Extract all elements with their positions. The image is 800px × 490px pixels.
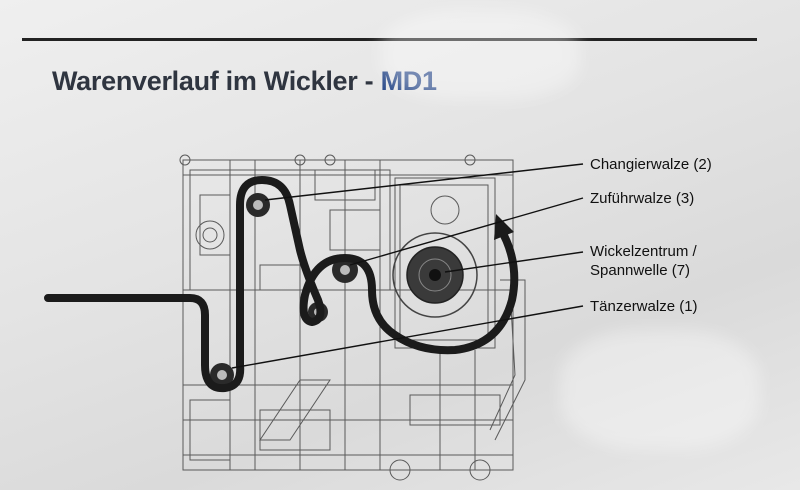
machine-frame — [179, 154, 526, 481]
callout-taenzerwalze: Tänzerwalze (1) — [590, 298, 698, 315]
callout-leader-lines — [231, 163, 584, 369]
header-rule — [22, 38, 757, 41]
callout-changierwalze: Changierwalze (2) — [590, 156, 712, 173]
slide-title-suffix: MD1 — [380, 66, 437, 96]
winding-center-drum — [392, 232, 478, 318]
fabric-path — [44, 176, 519, 393]
callout-spannwelle: Spannwelle (7) — [590, 262, 691, 279]
callout-wickelzentrum: Wickelzentrum / — [590, 243, 697, 260]
plastic-glare — [560, 330, 760, 450]
roller-zufuehrwalze — [332, 257, 358, 283]
callout-zufuehrwalze: Zuführwalze (3) — [590, 190, 695, 207]
fabric-arrow-head — [494, 214, 514, 240]
slide-title: Warenverlauf im Wickler - MD1 — [52, 66, 437, 97]
slide-title-main: Warenverlauf im Wickler - — [52, 66, 381, 96]
plastic-glare — [380, 10, 580, 100]
roller-changierwalze — [246, 193, 270, 217]
roller-taenzerwalze — [210, 363, 234, 387]
